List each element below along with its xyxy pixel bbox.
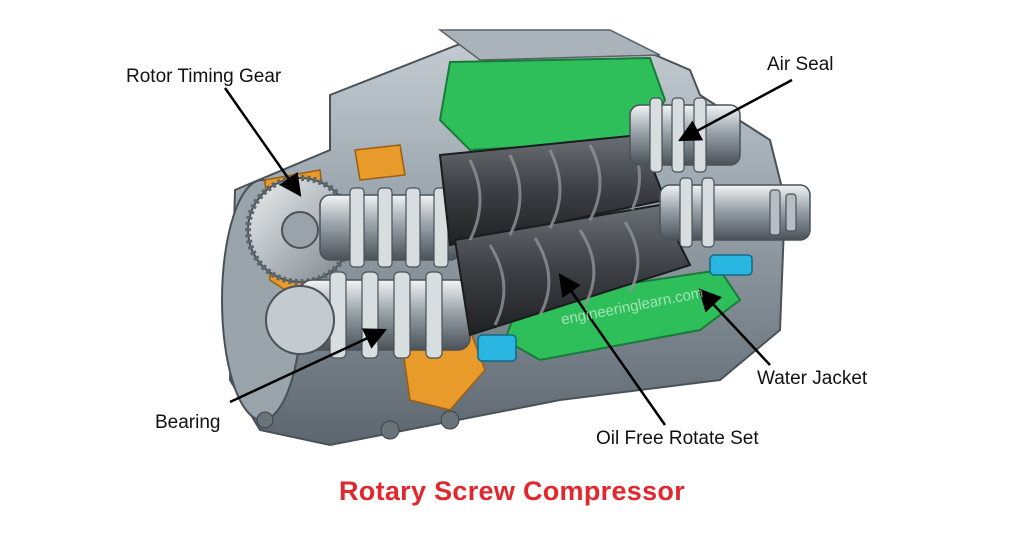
label-oil-free-rotate-set: Oil Free Rotate Set [596, 428, 759, 449]
label-water-jacket: Water Jacket [757, 368, 868, 389]
label-air-seal: Air Seal [767, 54, 834, 75]
leader-rotor-timing-gear [223, 87, 302, 197]
oil-chamber-top [354, 144, 406, 181]
casing-top-rib [437, 29, 661, 61]
diagram-title: Rotary Screw Compressor [338, 476, 686, 506]
leader-water-jacket [698, 288, 771, 366]
coolant-port-right [709, 254, 753, 276]
leader-bearing [229, 328, 388, 404]
coolant-port-lower [477, 334, 517, 362]
label-bearing: Bearing [155, 412, 221, 433]
leader-air-seal [678, 78, 793, 142]
label-rotor-timing-gear: Rotor Timing Gear [126, 66, 282, 87]
air-seal-shaft [629, 104, 741, 166]
leader-oil-free-rotate-set [558, 273, 667, 426]
